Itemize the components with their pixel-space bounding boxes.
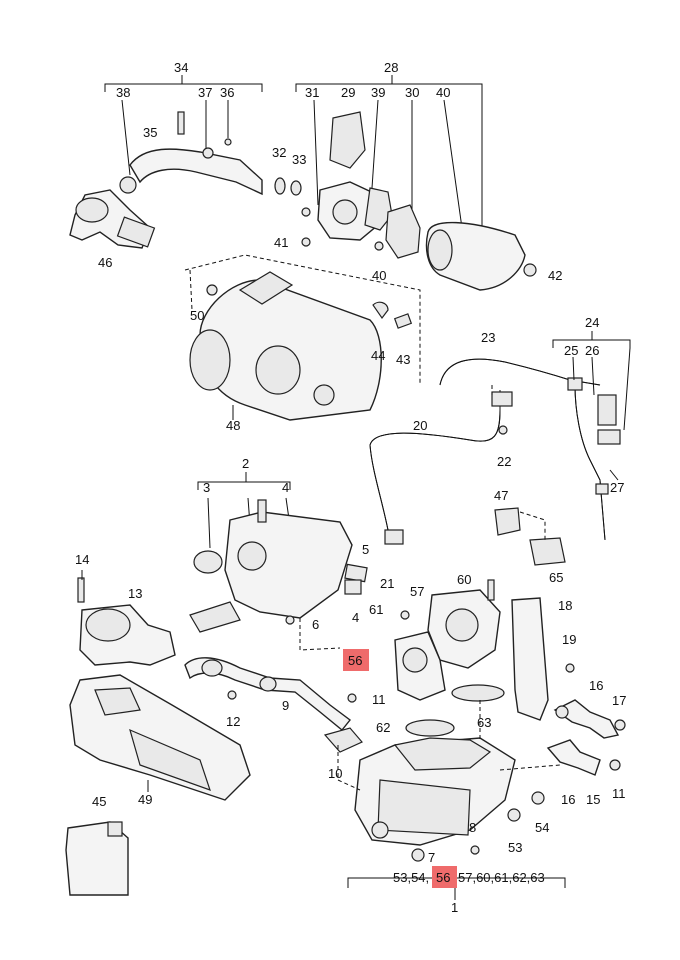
label-29: 29 <box>341 85 355 100</box>
coolant-pipes-right <box>546 699 626 776</box>
label-4-top: 4 <box>282 480 289 495</box>
label-56-callout: 56 <box>348 653 362 668</box>
label-41: 41 <box>274 235 288 250</box>
label-1: 1 <box>451 900 458 915</box>
label-18: 18 <box>558 598 572 613</box>
label-11-right: 11 <box>612 786 626 801</box>
label-37: 37 <box>198 85 212 100</box>
label-21: 21 <box>380 576 394 591</box>
bracket-28 <box>295 75 483 232</box>
label-24: 24 <box>585 315 599 330</box>
label-47: 47 <box>494 488 508 503</box>
sensor-lines <box>369 358 621 566</box>
label-36: 36 <box>220 85 234 100</box>
label-9: 9 <box>282 698 289 713</box>
label-11-left: 11 <box>372 692 386 707</box>
label-22: 22 <box>497 454 511 469</box>
label-30: 30 <box>405 85 419 100</box>
label-23: 23 <box>481 330 495 345</box>
particulate-filter <box>184 254 421 421</box>
label-33: 33 <box>292 152 306 167</box>
label-57: 57 <box>410 584 424 599</box>
label-62: 62 <box>376 720 390 735</box>
label-12: 12 <box>226 714 240 729</box>
label-38: 38 <box>116 85 130 100</box>
label-26: 26 <box>585 343 599 358</box>
label-46: 46 <box>98 255 112 270</box>
label-8: 8 <box>469 820 476 835</box>
label-40-mid: 40 <box>372 268 386 283</box>
label-27: 27 <box>610 480 624 495</box>
label-44: 44 <box>371 348 385 363</box>
label-48: 48 <box>226 418 240 433</box>
label-20: 20 <box>413 418 427 433</box>
label-13: 13 <box>128 586 142 601</box>
coolant-housing <box>189 499 368 651</box>
label-54: 54 <box>535 820 549 835</box>
label-3: 3 <box>203 480 210 495</box>
part-labels: 34 28 38 37 36 31 29 39 30 40 35 32 33 4… <box>75 60 626 915</box>
label-40-top: 40 <box>436 85 450 100</box>
label-7: 7 <box>428 850 435 865</box>
label-35: 35 <box>143 125 157 140</box>
label-53: 53 <box>508 840 522 855</box>
label-42: 42 <box>548 268 562 283</box>
throttle-body <box>77 570 176 666</box>
label-16-top: 16 <box>589 678 603 693</box>
label-65: 65 <box>549 570 563 585</box>
label-61: 61 <box>369 602 383 617</box>
callout-highlight-box <box>343 649 369 671</box>
intake-manifold <box>69 674 251 801</box>
label-6: 6 <box>312 617 319 632</box>
label-39: 39 <box>371 85 385 100</box>
label-45: 45 <box>92 794 106 809</box>
label-16-bottom: 16 <box>561 792 575 807</box>
label-50: 50 <box>190 308 204 323</box>
label-28: 28 <box>384 60 398 75</box>
bottom-label-left: 53,54, <box>393 870 429 885</box>
label-34: 34 <box>174 60 188 75</box>
label-19: 19 <box>562 632 576 647</box>
label-5: 5 <box>362 542 369 557</box>
label-4-bottom: 4 <box>352 610 359 625</box>
label-32: 32 <box>272 145 286 160</box>
label-60: 60 <box>457 572 471 587</box>
bottom-highlight-box <box>432 866 457 888</box>
egr-pipe-upper <box>69 111 263 249</box>
label-43: 43 <box>396 352 410 367</box>
bottom-label-right: 57,60,61,62,63 <box>458 870 545 885</box>
label-14: 14 <box>75 552 89 567</box>
label-15: 15 <box>586 792 600 807</box>
label-31: 31 <box>305 85 319 100</box>
egr-valve-upper <box>274 111 537 291</box>
egr-cooler-assembly <box>337 579 575 862</box>
egr-pipe-lower <box>184 657 363 753</box>
label-2: 2 <box>242 456 249 471</box>
bottom-label-highlight: 56 <box>436 870 450 885</box>
label-63: 63 <box>477 715 491 730</box>
label-10: 10 <box>328 766 342 781</box>
coolant-bottle <box>65 821 129 896</box>
bracket-34 <box>104 75 263 176</box>
label-49: 49 <box>138 792 152 807</box>
bracket-24 <box>552 331 631 481</box>
label-25: 25 <box>564 343 578 358</box>
label-17: 17 <box>612 693 626 708</box>
